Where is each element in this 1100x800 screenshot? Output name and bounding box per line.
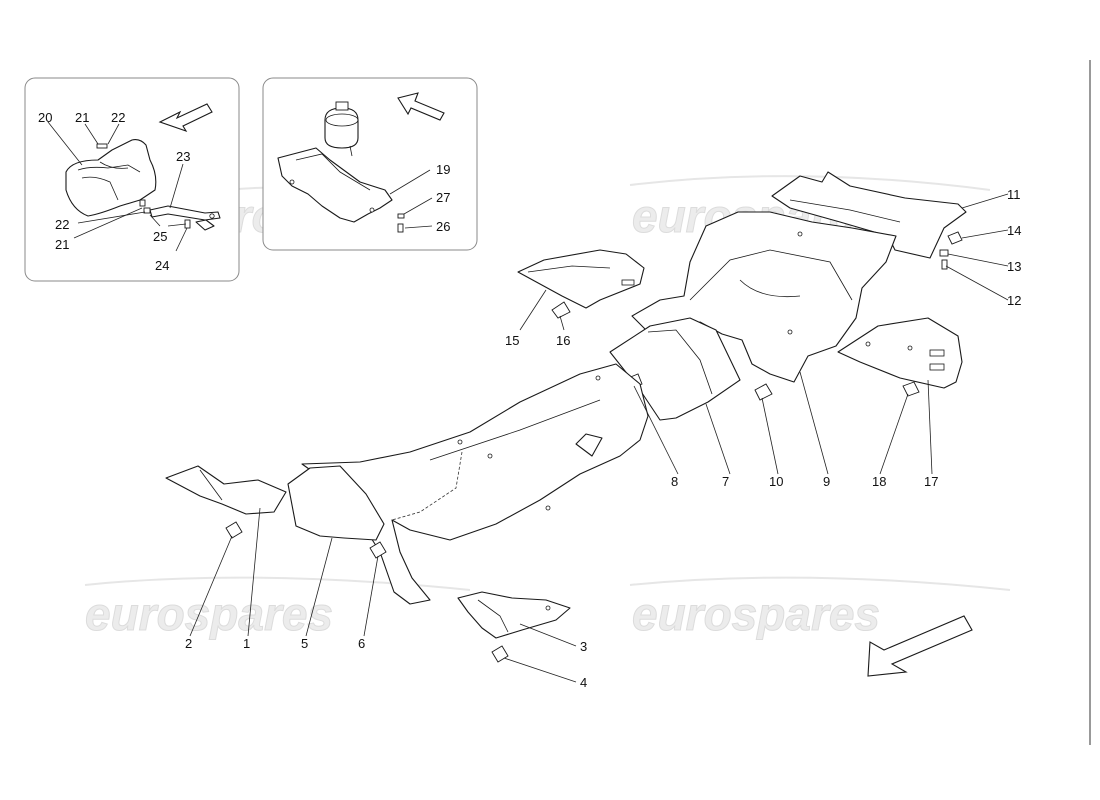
part-17-heat-shield: [837, 317, 963, 389]
callout-23: 23: [176, 149, 190, 164]
callout-19: 19: [436, 162, 450, 177]
callout-7: 7: [722, 474, 729, 489]
callout-22: 22: [55, 217, 69, 232]
part-23-bracket: [149, 205, 221, 221]
part-3-heat-shield: [457, 591, 571, 639]
part-20-heat-shield: [65, 139, 157, 217]
part-10-clip: [754, 383, 773, 401]
callout-13: 13: [1007, 259, 1021, 274]
callout-10: 10: [769, 474, 783, 489]
svg-text:eurospares: eurospares: [632, 588, 880, 640]
watermark-bottom-right: eurospares: [629, 576, 1011, 641]
inset-panel-right: 19 27 26: [262, 77, 478, 251]
part-6-clip: [369, 541, 387, 559]
part-13-bolt: [939, 249, 949, 257]
part-2-clip: [225, 521, 243, 539]
callout-4: 4: [580, 675, 587, 690]
callout-3: 3: [580, 639, 587, 654]
direction-arrow-icon: [158, 103, 213, 133]
callout-6: 6: [358, 636, 365, 651]
callout-16: 16: [556, 333, 570, 348]
part-14-clip: [947, 231, 963, 245]
callout-24: 24: [155, 258, 169, 273]
callout-18: 18: [872, 474, 886, 489]
callout-12: 12: [1007, 293, 1021, 308]
part-7-heat-shield: [609, 317, 741, 421]
callout-9: 9: [823, 474, 830, 489]
callout-21: 21: [75, 110, 89, 125]
callout-5: 5: [301, 636, 308, 651]
part-5-heat-shield: [287, 465, 385, 541]
coolant-reservoir: [324, 107, 359, 149]
watermark-bottom-left: eurospares: [85, 576, 471, 641]
main-tunnel-insulation: [301, 363, 649, 605]
callout-22: 22: [111, 110, 125, 125]
part-16-clip: [551, 301, 571, 319]
callout-2: 2: [185, 636, 192, 651]
callout-26: 26: [436, 219, 450, 234]
part-19-heat-shield: [277, 147, 393, 223]
callout-15: 15: [505, 333, 519, 348]
direction-arrow-icon: [397, 92, 445, 121]
inset-panel-left: 20 21 22 23 22 21 25 24: [24, 77, 240, 282]
callout-8: 8: [671, 474, 678, 489]
svg-text:eurospares: eurospares: [85, 588, 333, 640]
callout-21: 21: [55, 237, 69, 252]
part-9-floor-insulation: [631, 211, 897, 383]
part-4-clip: [491, 645, 509, 663]
part-1-heat-shield: [165, 465, 287, 515]
callout-11: 11: [1007, 187, 1021, 202]
callout-1: 1: [243, 636, 250, 651]
part-18-clip: [902, 381, 920, 397]
callout-20: 20: [38, 110, 52, 125]
callout-25: 25: [153, 229, 167, 244]
part-15-heat-shield: [517, 249, 645, 309]
direction-arrow-icon: [867, 615, 973, 677]
part-11-heat-shield: [771, 171, 967, 259]
callout-27: 27: [436, 190, 450, 205]
part-12-screw: [941, 259, 948, 270]
callout-14: 14: [1007, 223, 1021, 238]
callout-17: 17: [924, 474, 938, 489]
